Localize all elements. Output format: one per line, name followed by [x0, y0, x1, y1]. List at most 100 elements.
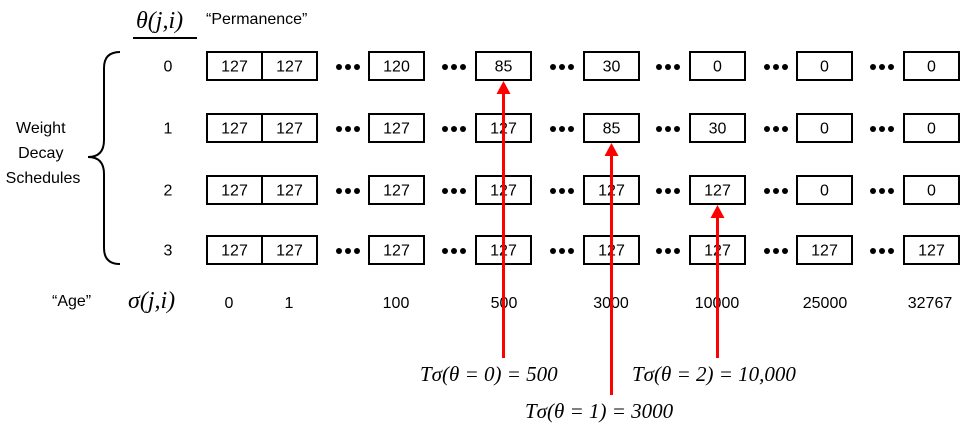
ellipsis-dots	[442, 126, 466, 132]
weight-cell: 0	[689, 51, 746, 81]
weight-cell-value: 127	[276, 243, 303, 260]
weight-cell-box	[261, 175, 318, 205]
weight-cell-box	[261, 113, 318, 143]
ellipsis-dots	[336, 248, 360, 254]
weight-cell-box	[583, 113, 640, 143]
weight-cell-value: 0	[927, 59, 936, 76]
theta-value-0: 0	[164, 59, 173, 76]
weight-cell-value: 0	[927, 121, 936, 138]
weight-cell: 127	[206, 175, 263, 205]
weight-cell-value: 0	[927, 183, 936, 200]
weight-cell-box	[903, 175, 960, 205]
weight-cell: 85	[583, 113, 640, 143]
weight-cell-box	[796, 235, 853, 265]
weight-cell-value: 127	[383, 183, 410, 200]
weight-cell-box	[796, 51, 853, 81]
ellipsis-dots	[656, 188, 680, 194]
weight-cell-box	[796, 175, 853, 205]
age-value: 1	[285, 295, 294, 312]
ellipsis-dots	[442, 188, 466, 194]
weight-decay-label: Weight Decay Schedules	[6, 120, 81, 187]
weight-cell-value: 127	[276, 183, 303, 200]
weight-cell: 0	[903, 51, 960, 81]
weight-cell: 127	[796, 235, 853, 265]
age-value: 25000	[803, 295, 848, 312]
ellipsis-dots	[550, 248, 574, 254]
weight-cell-value: 0	[713, 59, 722, 76]
weight-cell-value: 127	[221, 59, 248, 76]
weight-cell-value: 127	[276, 59, 303, 76]
ellipsis-dots	[870, 126, 894, 132]
ellipsis-dots	[550, 188, 574, 194]
threshold-arrow	[710, 205, 725, 358]
weight-cell: 127	[368, 113, 425, 143]
weight-cell: 0	[903, 113, 960, 143]
weight-cell: 127	[261, 113, 318, 143]
ellipsis-dots	[656, 248, 680, 254]
age-label: “Age”	[52, 293, 91, 310]
weight-cell-value: 127	[383, 243, 410, 260]
ellipsis-dots	[764, 188, 788, 194]
weight-cell-box	[368, 235, 425, 265]
threshold-label: Tσ(θ = 1) = 3000	[525, 399, 674, 423]
weight-cell-value: 127	[276, 121, 303, 138]
weight-cell: 30	[583, 51, 640, 81]
theta-value-2: 2	[164, 183, 173, 200]
weight-cell-box	[689, 51, 746, 81]
weight-cell-box	[903, 51, 960, 81]
weight-cell: 127	[368, 175, 425, 205]
ellipsis-dots	[656, 64, 680, 70]
weight-cell: 127	[261, 51, 318, 81]
weight-cell: 85	[475, 51, 532, 81]
ellipsis-dots	[442, 248, 466, 254]
ellipsis-dots	[656, 126, 680, 132]
group-label-line-2: Decay	[18, 145, 63, 162]
ellipsis-dots	[870, 248, 894, 254]
weight-cell-box	[903, 235, 960, 265]
weight-cell-value: 85	[495, 59, 513, 76]
weight-cell-value: 30	[709, 121, 727, 138]
threshold-label: Tσ(θ = 2) = 10,000	[632, 362, 796, 386]
weight-cell: 127	[261, 175, 318, 205]
age-value: 32767	[908, 295, 953, 312]
weight-cell-value: 85	[603, 121, 621, 138]
weight-cell: 120	[368, 51, 425, 81]
weight-cell-value: 120	[383, 59, 410, 76]
age-value: 100	[383, 295, 410, 312]
weight-cell: 0	[903, 175, 960, 205]
weight-cell-value: 127	[811, 243, 838, 260]
ellipsis-dots	[764, 126, 788, 132]
ellipsis-dots	[764, 64, 788, 70]
theta-header: θ(j,i)	[136, 8, 183, 34]
weight-cell-value: 127	[221, 121, 248, 138]
age-value: 0	[225, 295, 234, 312]
ellipsis-dots	[336, 188, 360, 194]
weight-cell-box	[368, 113, 425, 143]
weight-cell-box	[206, 175, 263, 205]
ellipsis-dots	[336, 64, 360, 70]
weight-cell: 127	[903, 235, 960, 265]
theta-value-1: 1	[164, 121, 173, 138]
ellipsis-dots	[550, 126, 574, 132]
weight-cell: 30	[689, 113, 746, 143]
ellipsis-dots	[550, 64, 574, 70]
weight-cell-box	[261, 51, 318, 81]
weight-cell-value: 0	[820, 121, 829, 138]
sigma-symbol: σ(j,i)	[128, 288, 175, 314]
weight-cell-box	[368, 51, 425, 81]
weight-cell: 127	[206, 235, 263, 265]
threshold-arrow	[496, 81, 511, 358]
group-label-line-1: Weight	[16, 120, 66, 137]
group-label-line-3: Schedules	[6, 170, 81, 187]
weight-cell-box	[903, 113, 960, 143]
weight-cell-box	[261, 235, 318, 265]
weight-cell-box	[368, 175, 425, 205]
weight-cell: 127	[206, 51, 263, 81]
rows-layer: 0 127 127 120 85 30 0 0 0 1 127 127 127 127 85 30 0 0 2 127…	[164, 51, 960, 265]
threshold-label: Tσ(θ = 0) = 500	[420, 362, 558, 386]
weight-cell: 0	[796, 113, 853, 143]
weight-cell-value: 0	[820, 59, 829, 76]
weight-cell: 127	[368, 235, 425, 265]
